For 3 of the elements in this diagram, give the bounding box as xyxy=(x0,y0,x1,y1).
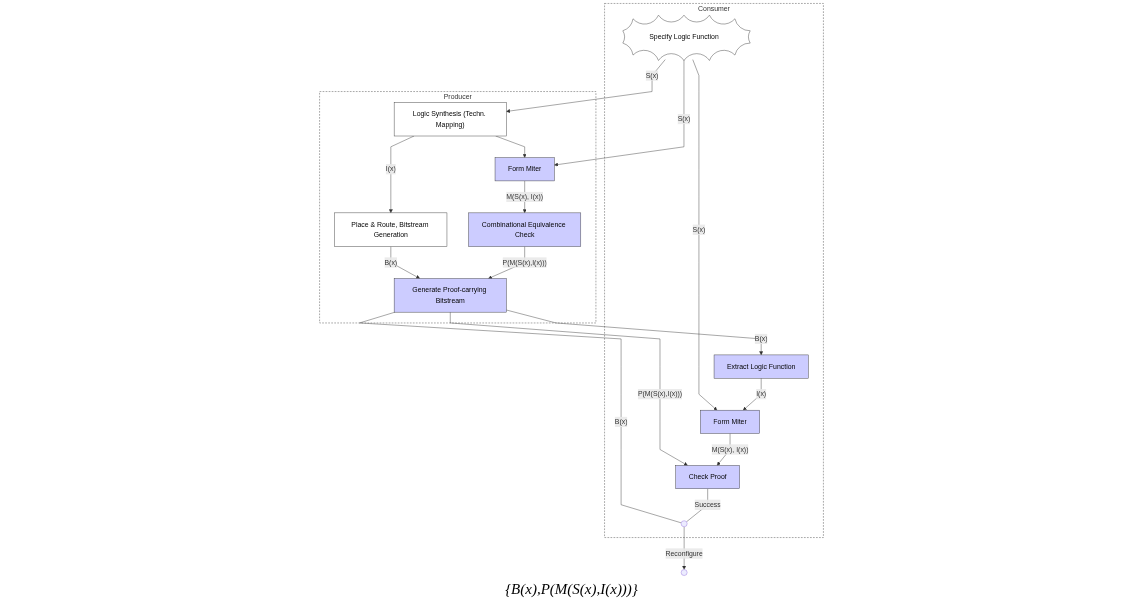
node-switch xyxy=(680,520,688,527)
connector xyxy=(359,311,682,524)
signal-label: {B(x),P(M(S(x),I(x)))} xyxy=(505,581,638,597)
